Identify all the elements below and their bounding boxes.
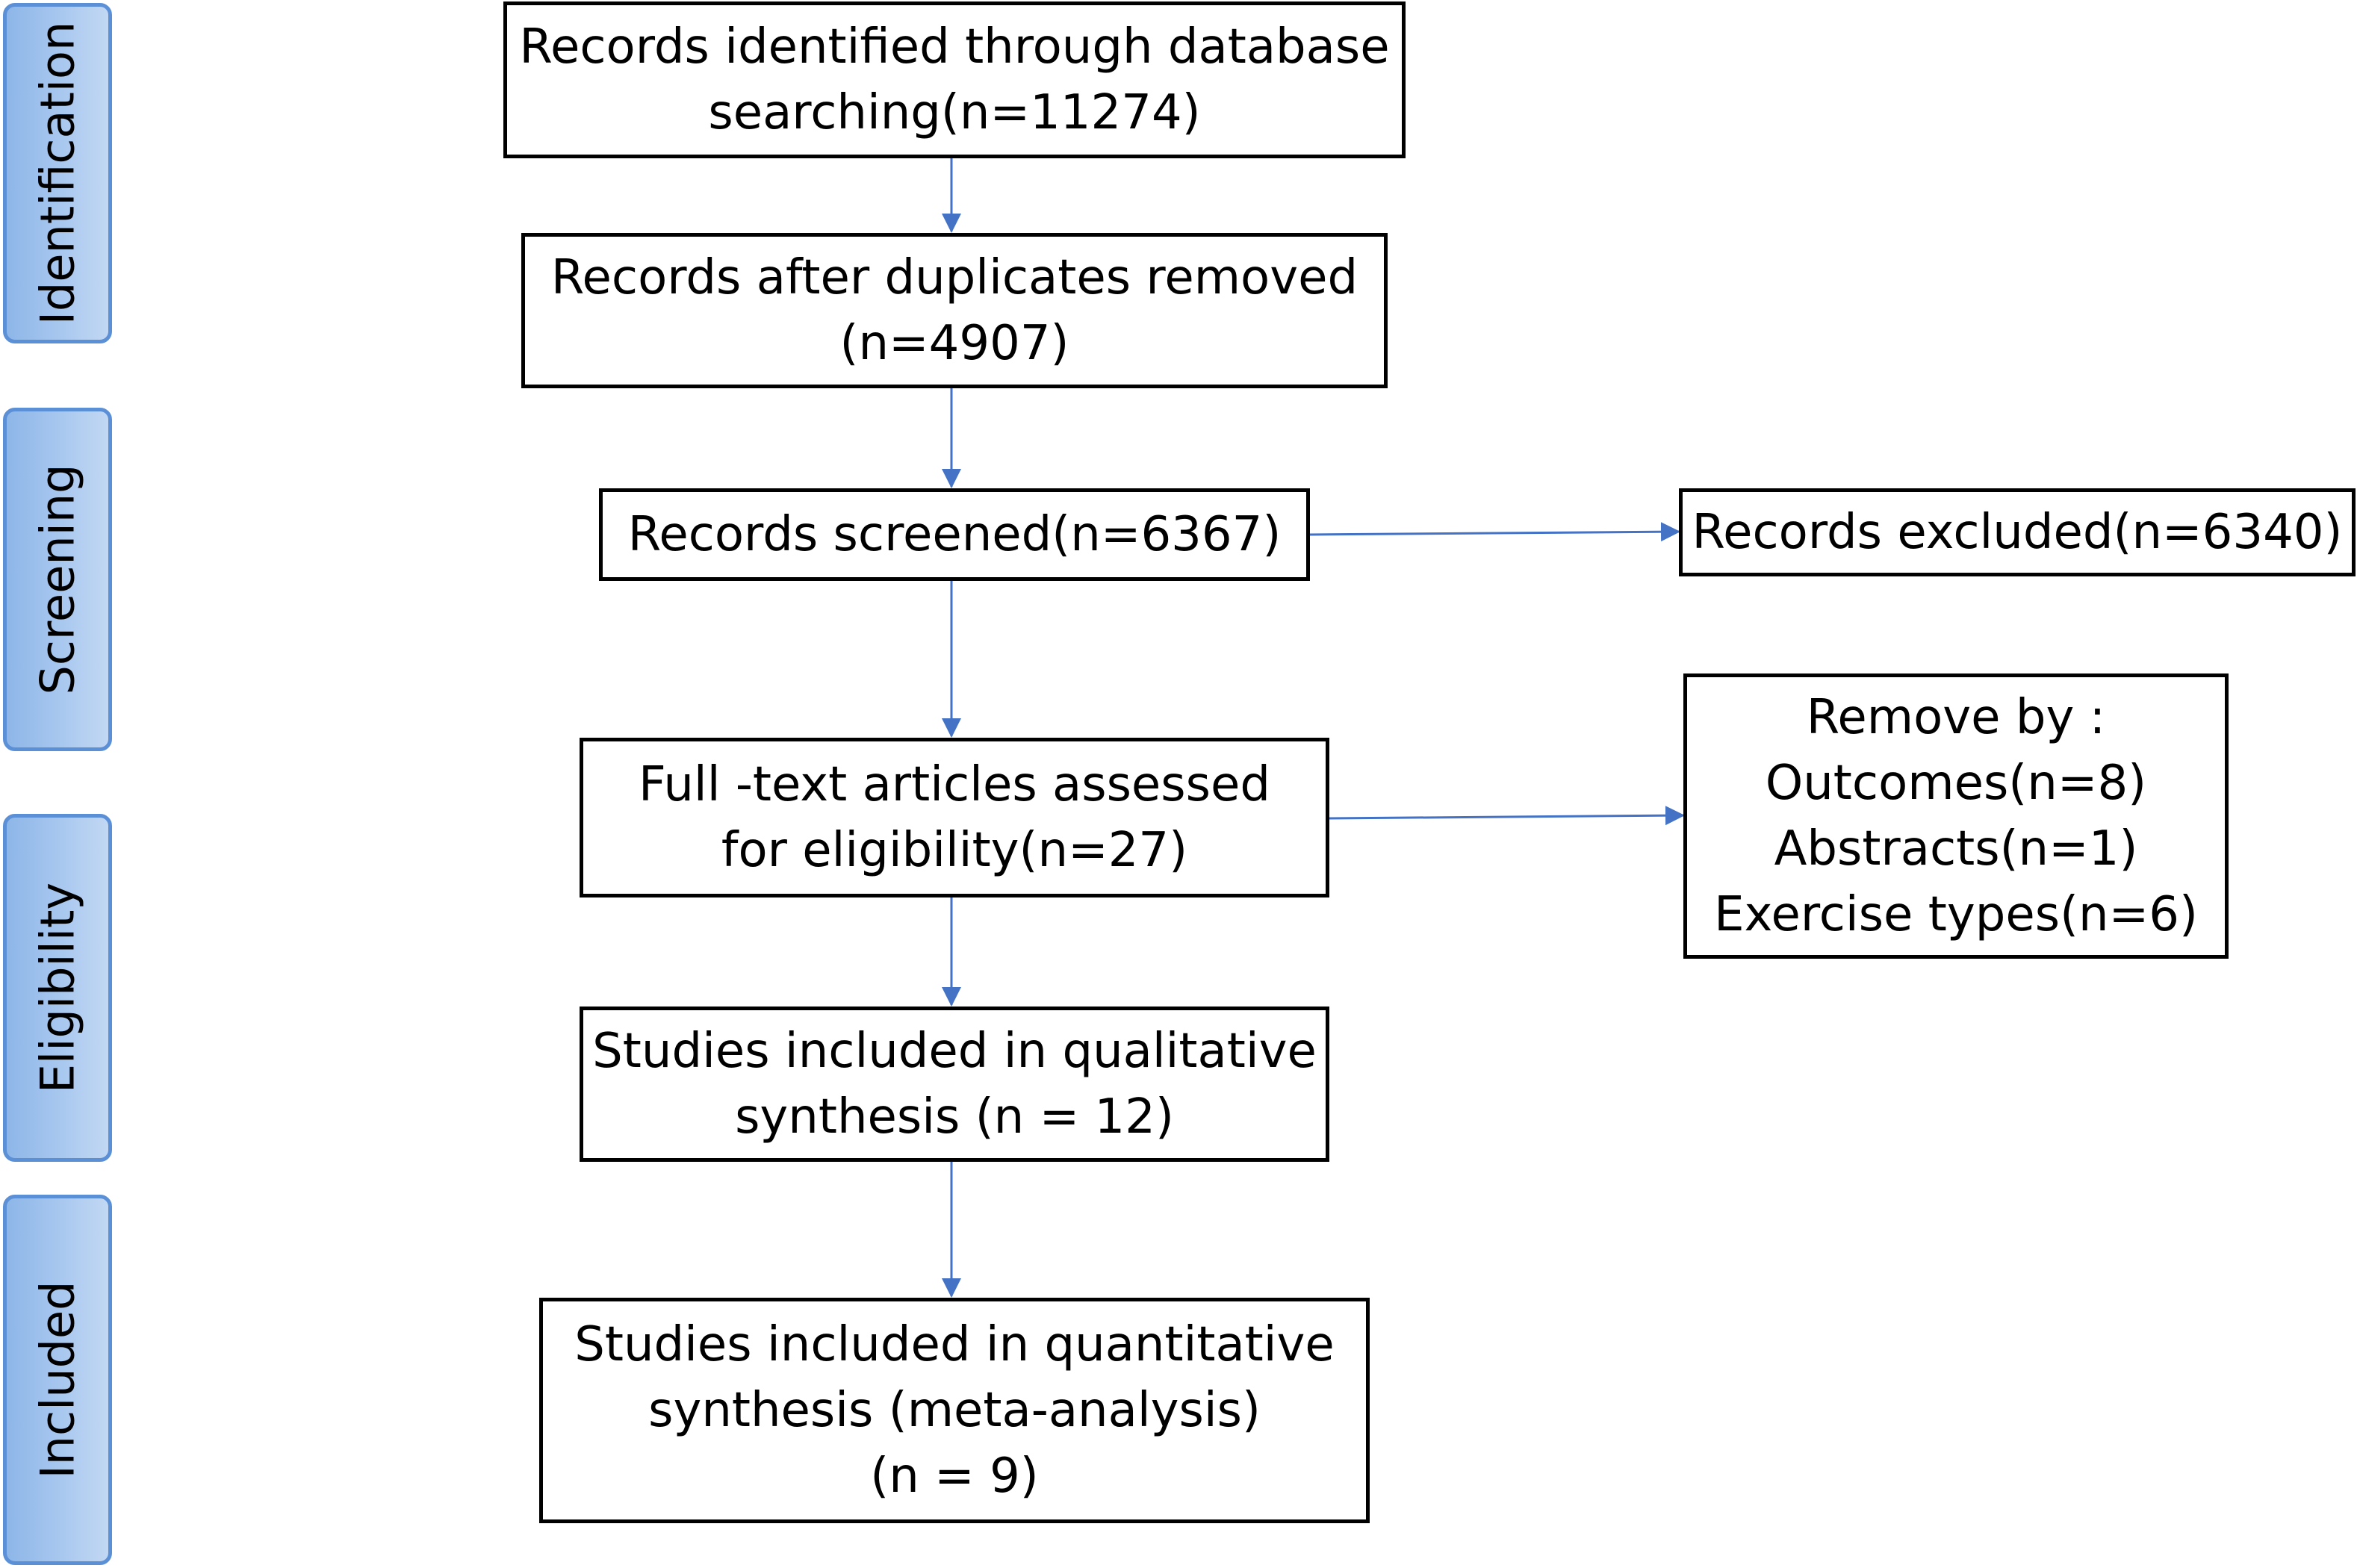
arrow-fulltext-to-removed [1329,806,1685,826]
box-records-identified: Records identified through database sear… [503,1,1406,158]
box-records-excluded: Records excluded(n=6340) [1679,488,2356,576]
box-qualitative-synthesis: Studies included in qualitative synthesi… [580,1007,1329,1162]
phase-identification: Identification [3,3,112,343]
box-fulltext-assessed-text: Full -text articles assessed for eligibi… [639,757,1270,878]
box-qualitative-synthesis-text: Studies included in qualitative synthesi… [592,1024,1317,1145]
phase-eligibility: Eligibility [3,814,112,1162]
box-quantitative-synthesis: Studies included in quantitative synthes… [539,1298,1370,1523]
box-records-identified-text: Records identified through database sear… [519,19,1390,140]
box-after-duplicates: Records after duplicates removed (n=4907… [521,233,1388,388]
arrow-screened-to-excluded [1309,522,1680,542]
box-records-screened-text: Records screened(n=6367) [627,507,1282,562]
box-removed-by: Remove by : Outcomes(n=8) Abstracts(n=1)… [1683,673,2229,959]
phase-included: Included [3,1195,112,1565]
box-fulltext-assessed: Full -text articles assessed for eligibi… [580,738,1329,897]
box-quantitative-synthesis-text: Studies included in quantitative synthes… [574,1317,1335,1504]
box-removed-by-text: Remove by : Outcomes(n=8) Abstracts(n=1)… [1714,690,2198,942]
box-after-duplicates-text: Records after duplicates removed (n=4907… [550,250,1358,371]
box-records-screened: Records screened(n=6367) [599,488,1310,581]
box-records-excluded-text: Records excluded(n=6340) [1692,505,2343,560]
phase-screening: Screening [3,408,112,751]
